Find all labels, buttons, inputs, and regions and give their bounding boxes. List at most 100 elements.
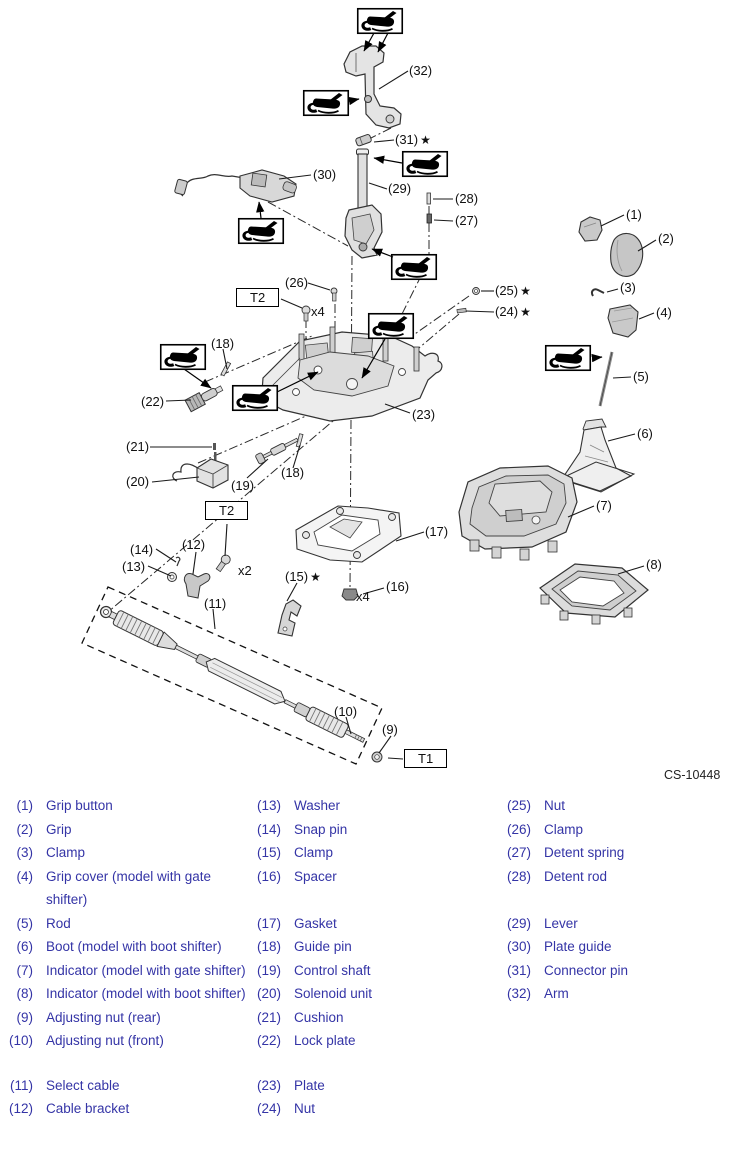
grease-icon (367, 312, 415, 340)
legend-item-number: (25) (506, 798, 531, 813)
legend-item-label: Solenoid unit (294, 986, 373, 1001)
legend-empty-cell (496, 1006, 531, 1030)
grease-icon (302, 89, 350, 117)
legend-item-number: (13) (256, 798, 281, 813)
legend-item-number: (30) (506, 939, 531, 954)
legend-item-number: (6) (16, 939, 34, 954)
part-9-adjusting-nut (371, 751, 383, 763)
legend-item-label: Arm (544, 986, 569, 1001)
part-23-plate (261, 326, 443, 422)
leader-lines (147, 70, 657, 760)
legend-item-label: Cushion (294, 1009, 344, 1025)
grease-icon (231, 384, 279, 412)
select-cable-dashed-box (81, 586, 383, 765)
part-8-indicator-boot (539, 563, 649, 625)
legend: (1)Grip button(13)Washer(25)Nut(2)Grip(1… (0, 794, 741, 1121)
legend-item-number: (8) (16, 986, 34, 1001)
legend-row: (1)Grip button(13)Washer(25)Nut (0, 794, 741, 818)
legend-empty-cell (496, 1029, 531, 1053)
legend-item-number: (11) (9, 1077, 33, 1093)
legend-item-number: (18) (256, 939, 281, 954)
legend-empty-cell (496, 1074, 531, 1098)
part-18-guide-pin-upper (220, 361, 232, 377)
legend-item-number: (14) (256, 821, 281, 837)
legend-row: (8)Indicator (model with boot shifter)(2… (0, 982, 741, 1006)
legend-item-number: (17) (256, 915, 281, 931)
legend-item-number: (3) (16, 845, 34, 860)
legend-item-number: (12) (8, 1101, 33, 1116)
legend-row: (2)Grip(14)Snap pin(26)Clamp (0, 818, 741, 842)
legend-item-label: Adjusting nut (rear) (46, 1009, 161, 1025)
part-15-clamp (277, 599, 302, 637)
legend-item-number: (28) (506, 868, 531, 884)
legend-item-number: (10) (8, 1033, 33, 1048)
part-26-clamp-screw (330, 287, 338, 302)
part-17-gasket (295, 505, 402, 563)
legend-item-number: (16) (256, 868, 281, 884)
part-25-nut (472, 287, 480, 295)
legend-item-label: Indicator (model with boot shifter) (46, 986, 246, 1001)
legend-row: (7)Indicator (model with gate shifter)(1… (0, 959, 741, 983)
legend-row: (10)Adjusting nut (front)(22)Lock plate (0, 1029, 741, 1053)
part-3-clamp (590, 288, 605, 297)
legend-item-number: (4) (16, 868, 34, 884)
part-22-lock-plate (184, 385, 224, 413)
legend-item-number: (19) (256, 962, 281, 978)
grease-icon (544, 344, 592, 372)
legend-item-label: Grip (46, 821, 72, 837)
legend-item-label: Cable bracket (46, 1101, 130, 1116)
part-6-boot (558, 418, 636, 493)
legend-item-label: Washer (294, 798, 341, 813)
part-27-detent-spring (426, 213, 432, 224)
legend-item-label: Lock plate (294, 1033, 356, 1048)
legend-item-number: (15) (256, 845, 281, 860)
legend-item-number: (22) (256, 1033, 281, 1048)
legend-item-label: Plate (294, 1077, 325, 1093)
part-28-detent-rod (426, 192, 431, 205)
legend-item-label: Detent rod (544, 868, 608, 884)
part-20-solenoid-unit (172, 452, 229, 489)
part-16-spacer (341, 588, 359, 601)
legend-item-label: Clamp (544, 821, 584, 837)
figure-code: CS-10448 (664, 768, 721, 782)
legend-item-label: Control shaft (294, 962, 371, 978)
legend-row: (12)Cable bracket(24)Nut (0, 1097, 741, 1121)
part-14-snap-pin (175, 556, 181, 567)
legend-item-label: Grip cover (model with gate shifter) (46, 868, 212, 908)
legend-item-number: (32) (506, 986, 531, 1001)
legend-item-label: Grip button (46, 798, 113, 813)
grease-icon (237, 217, 285, 245)
part-29-lever (344, 148, 383, 259)
legend-item-label: Detent spring (544, 845, 625, 860)
legend-item-label: Clamp (294, 845, 334, 860)
legend-item-number: (9) (16, 1009, 34, 1025)
legend-item-number: (21) (256, 1009, 281, 1025)
legend-item-number: (5) (16, 915, 34, 931)
legend-row: (6) Boot (model with boot shifter) (18) Gui… (0, 935, 741, 959)
grease-arrows (183, 32, 603, 393)
legend-item-label: Guide pin (294, 939, 352, 954)
legend-empty-cell (531, 1029, 741, 1053)
legend-item-label: Clamp (46, 845, 86, 860)
legend-item-label: Boot (model with boot shifter) (46, 939, 222, 954)
legend-item-label: Gasket (294, 915, 337, 931)
part-24-nut-rod (456, 307, 467, 314)
legend-row: (9) Adjusting nut (rear) (21) Cushion (0, 1006, 741, 1030)
exploded-diagram (81, 7, 657, 765)
legend-item-number: (26) (506, 821, 531, 837)
legend-row: (4) Grip cover (model with gate shifter) (… (0, 865, 741, 912)
legend-row: (11)Select cable(23)Plate (0, 1074, 741, 1098)
t2-screw-x4 (301, 305, 311, 322)
legend-item-label: Plate guide (544, 939, 612, 954)
legend-item-label: Indicator (model with gate shifter) (46, 962, 246, 978)
part-32-arm (343, 45, 402, 129)
legend-item-label: Select cable (46, 1077, 120, 1093)
legend-item-label: Spacer (294, 868, 337, 884)
legend-item-label: Nut (544, 798, 566, 813)
legend-empty-cell (496, 1097, 531, 1121)
legend-item-number: (31) (506, 962, 531, 978)
legend-item-label: Lever (544, 915, 578, 931)
legend-item-number: (27) (506, 845, 531, 860)
t2-screw-x2 (215, 554, 231, 573)
